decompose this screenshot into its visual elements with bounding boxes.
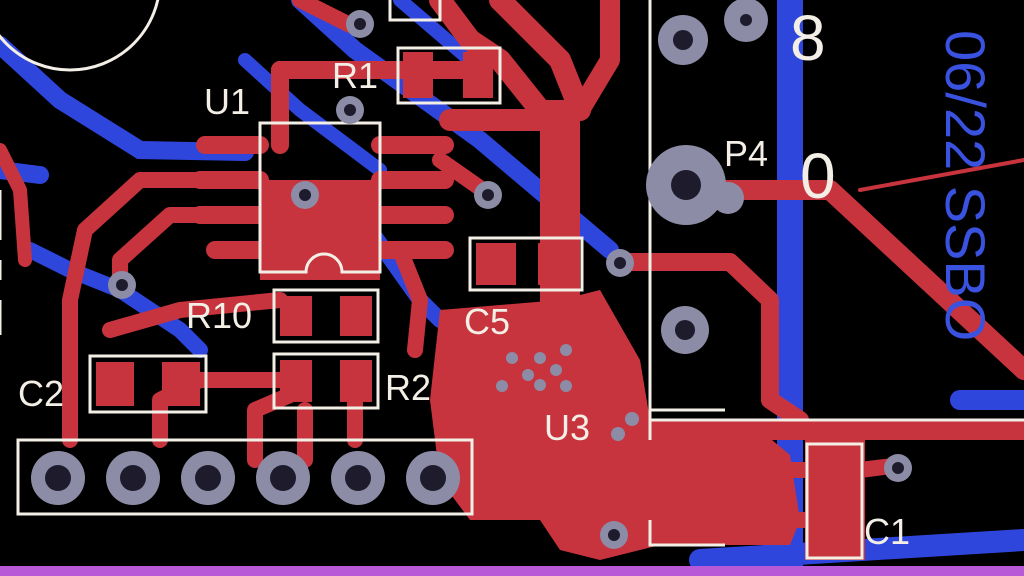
label-u3: U3: [544, 407, 590, 448]
r2-outline: [272, 352, 380, 410]
pad-top-left: [658, 15, 708, 65]
p4-pad-extra: [712, 182, 744, 214]
c5-outline: [468, 236, 584, 292]
header-pad-1: [31, 451, 85, 505]
header-pads: [31, 451, 460, 505]
header-pad-4: [256, 451, 310, 505]
top-copper-traces: [0, 0, 1024, 528]
copper-text-marking: 06/22 SSBO: [934, 30, 997, 341]
silkscreen-outlines: [0, 0, 1024, 560]
label-u1: U1: [204, 81, 250, 122]
header-pad-3: [181, 451, 235, 505]
label-p4: P4: [724, 133, 768, 174]
c1-outline: [805, 442, 864, 560]
pad-mid: [661, 306, 709, 354]
label-r2: R2: [385, 367, 431, 408]
label-r10: R10: [186, 295, 252, 336]
r1-outline: [396, 46, 502, 105]
pad-top-right: [724, 0, 768, 42]
smd-pads: [96, 52, 855, 552]
connector-pads: [646, 0, 768, 354]
header-pad-6: [406, 451, 460, 505]
header-pad-5: [331, 451, 385, 505]
silkscreen-labels: U1 R1 R10 R2 C2 C5 U3 P4 C1 8 0 06/22 SS…: [18, 2, 997, 552]
label-c1: C1: [864, 511, 910, 552]
board-edge-strip: [0, 566, 1024, 576]
u1-outline: [258, 121, 382, 274]
vias: [108, 10, 912, 549]
header-outline: [16, 438, 474, 516]
label-r1: R1: [332, 55, 378, 96]
marking-digit-8: 8: [790, 2, 826, 74]
mounting-hole-outline: [0, 0, 160, 72]
label-c5: C5: [464, 301, 510, 342]
c2-outline: [88, 354, 208, 414]
r10-outline: [272, 288, 380, 344]
header-pad-2: [106, 451, 160, 505]
thermal-vias: [496, 344, 572, 392]
p4-pad: [646, 145, 726, 225]
marking-digit-0: 0: [800, 140, 836, 212]
label-c2: C2: [18, 373, 64, 414]
top-copper-layer: [260, 100, 865, 560]
